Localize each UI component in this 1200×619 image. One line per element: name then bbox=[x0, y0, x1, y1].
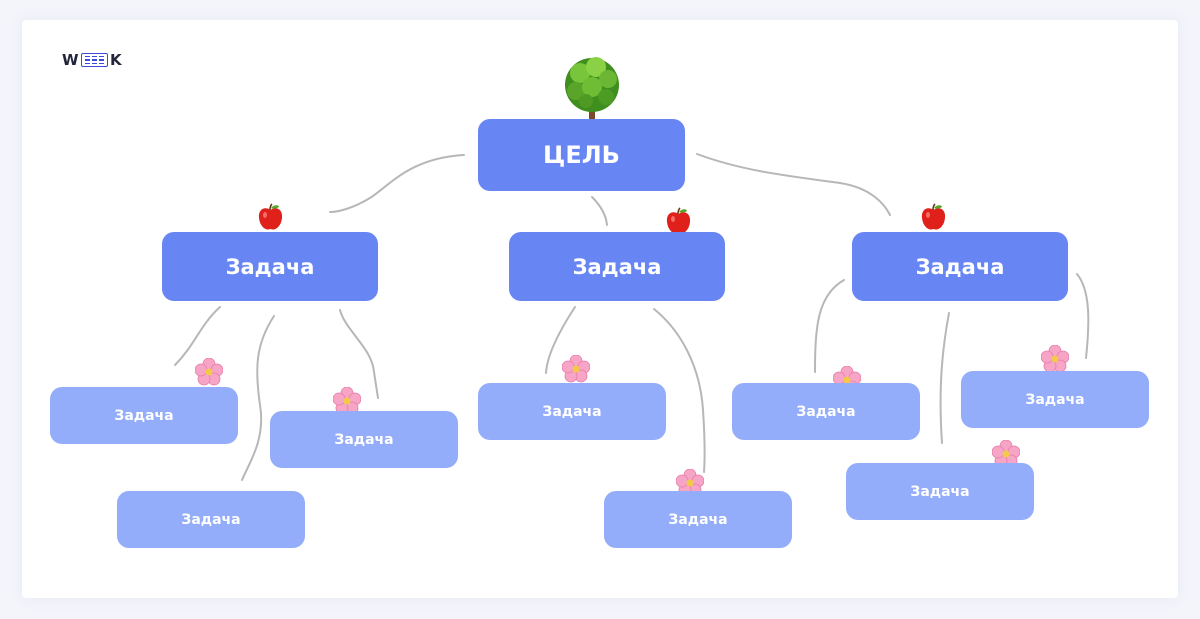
subtask-node-5[interactable]: Задача bbox=[604, 491, 792, 548]
task-label: Задача bbox=[572, 254, 662, 279]
logo-letter-k: K bbox=[110, 51, 123, 69]
connector-task1-sub-2 bbox=[339, 309, 379, 399]
logo-mark bbox=[81, 52, 109, 68]
connector-task1-sub-1 bbox=[174, 306, 221, 366]
connector-task3-sub-8 bbox=[939, 312, 950, 444]
logo-letter-w: W bbox=[62, 51, 80, 69]
tree-icon bbox=[565, 57, 619, 121]
goal-label: ЦЕЛЬ bbox=[543, 141, 620, 169]
flower-icon bbox=[676, 469, 704, 497]
task-node-3[interactable]: Задача bbox=[852, 232, 1068, 301]
subtask-label: Задача bbox=[542, 403, 602, 420]
task-label: Задача bbox=[915, 254, 1005, 279]
subtask-node-6[interactable]: Задача bbox=[732, 383, 920, 440]
subtask-label: Задача bbox=[910, 483, 970, 500]
flower-icon bbox=[562, 355, 590, 383]
subtask-node-3[interactable]: Задача bbox=[117, 491, 305, 548]
weeek-logo: W K bbox=[62, 51, 123, 69]
task-label: Задача bbox=[225, 254, 315, 279]
task-node-2[interactable]: Задача bbox=[509, 232, 725, 301]
subtask-node-7[interactable]: Задача bbox=[961, 371, 1149, 428]
goal-node[interactable]: ЦЕЛЬ bbox=[478, 119, 685, 191]
flower-icon bbox=[992, 440, 1020, 468]
apple-icon bbox=[921, 203, 946, 230]
connector-goal-task-1 bbox=[329, 154, 465, 213]
task-node-1[interactable]: Задача bbox=[162, 232, 378, 301]
flower-icon bbox=[1041, 345, 1069, 373]
connector-task2-sub-4 bbox=[545, 306, 576, 374]
connector-goal-task-3 bbox=[696, 153, 891, 216]
flower-icon bbox=[195, 358, 223, 386]
subtask-label: Задача bbox=[334, 431, 394, 448]
apple-icon bbox=[666, 207, 691, 234]
connector-task3-sub-6 bbox=[814, 279, 845, 373]
subtask-label: Задача bbox=[181, 511, 241, 528]
subtask-label: Задача bbox=[796, 403, 856, 420]
subtask-label: Задача bbox=[1025, 391, 1085, 408]
apple-icon bbox=[258, 203, 283, 230]
subtask-label: Задача bbox=[114, 407, 174, 424]
subtask-label: Задача bbox=[668, 511, 728, 528]
connector-task3-sub-7 bbox=[1076, 273, 1090, 359]
subtask-node-4[interactable]: Задача bbox=[478, 383, 666, 440]
connector-task1-sub-3 bbox=[241, 315, 275, 481]
subtask-node-2[interactable]: Задача bbox=[270, 411, 458, 468]
connector-task2-sub-5 bbox=[653, 308, 706, 473]
connector-goal-task-2 bbox=[591, 196, 608, 226]
subtask-node-1[interactable]: Задача bbox=[50, 387, 238, 444]
subtask-node-8[interactable]: Задача bbox=[846, 463, 1034, 520]
